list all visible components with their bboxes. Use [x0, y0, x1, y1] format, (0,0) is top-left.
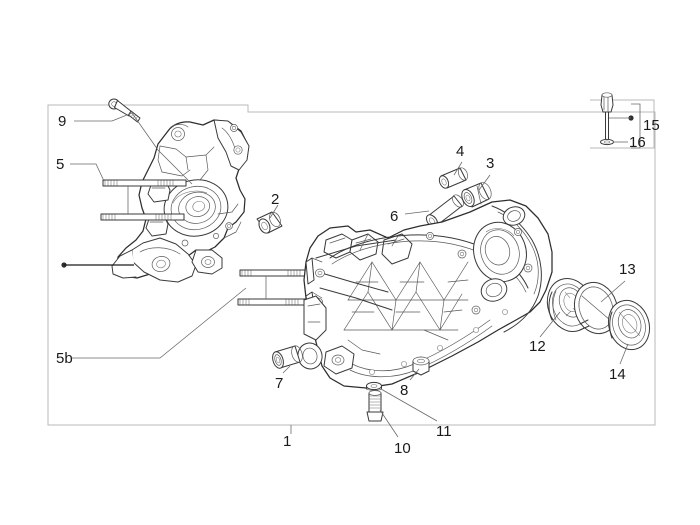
callout-8[interactable]: 8	[400, 382, 409, 399]
callout-5-lower[interactable]: 5b	[56, 350, 73, 367]
callout-13[interactable]: 13	[619, 261, 636, 278]
nut-part-8	[412, 356, 430, 376]
bushing-part-7	[272, 345, 303, 369]
left-crankcase-cover	[111, 119, 250, 283]
callout-15[interactable]: 15	[643, 117, 660, 134]
callout-3[interactable]: 3	[486, 155, 495, 172]
callout-9[interactable]: 9	[58, 113, 67, 130]
stud-bolts-lower	[237, 269, 317, 306]
pin-part-2	[256, 211, 283, 234]
bolt-part-10	[366, 390, 384, 422]
callout-7[interactable]: 7	[275, 375, 284, 392]
frame-borders	[47, 99, 656, 426]
callout-10[interactable]: 10	[394, 440, 411, 457]
washer-part-11	[366, 381, 382, 391]
circlip-part-13	[573, 281, 619, 335]
oil-seal-part-14	[607, 299, 651, 351]
callout-4[interactable]: 4	[456, 143, 465, 160]
callout-5-upper[interactable]: 5	[56, 156, 65, 173]
stud-bolts-upper	[100, 179, 187, 221]
leader-lines	[61, 103, 641, 438]
callout-1[interactable]: 1	[283, 433, 292, 450]
bushing-part-3	[461, 182, 492, 208]
screw-part-9	[108, 98, 141, 123]
callout-6[interactable]: 6	[390, 208, 399, 225]
internal-ribs	[343, 261, 469, 331]
callout-16[interactable]: 16	[629, 134, 646, 151]
spacer-part-4	[438, 167, 469, 189]
grease-tube-part-15	[600, 92, 614, 141]
grease-applicator-part-16	[600, 138, 614, 146]
callout-11[interactable]: 11	[436, 423, 452, 440]
crankcase-main-body	[297, 199, 553, 389]
callout-14[interactable]: 14	[609, 366, 626, 383]
callout-12[interactable]: 12	[529, 338, 546, 355]
callout-2[interactable]: 2	[271, 191, 280, 208]
